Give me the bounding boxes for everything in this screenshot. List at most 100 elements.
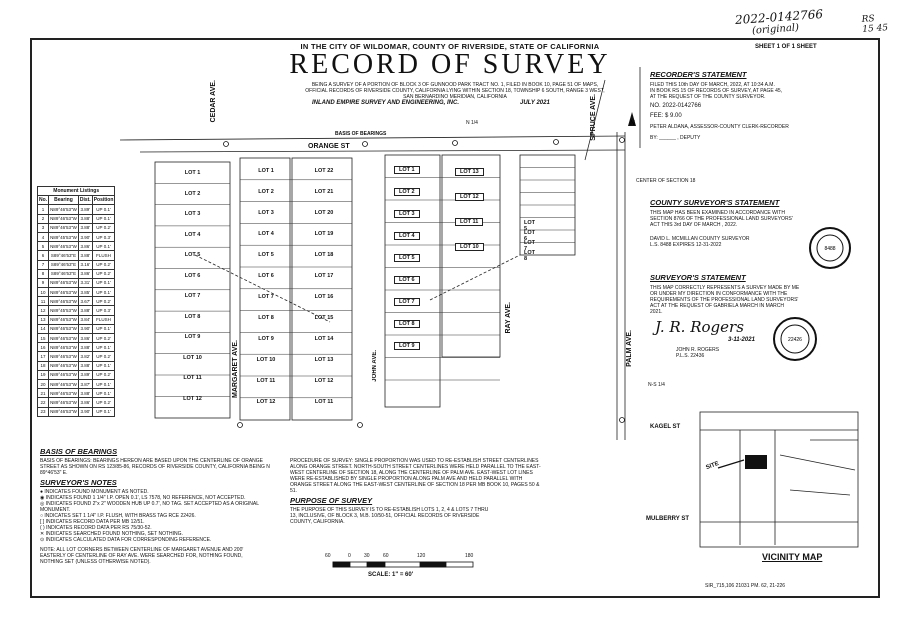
monument-cell: N89°46'53"W <box>48 213 79 224</box>
surveyor-signature: J. R. Rogers <box>655 318 744 336</box>
monument-cell: 3.89' <box>77 204 93 215</box>
lot-label: LOT 16 <box>314 294 334 300</box>
note-text: INDICATES FOUND MONUMENT AS NOTED. <box>44 489 149 495</box>
monument-cell: 23 <box>36 406 50 417</box>
scale-label: SCALE: 1" = 60' <box>368 572 414 578</box>
monument-cell: N89°45'53"W <box>48 231 79 243</box>
note-text: INDICATES CALCULATED DATA FOR CORRESPOND… <box>45 537 212 543</box>
note-symbol-icon: ◎ <box>40 501 46 507</box>
lot-label: LOT 11 <box>455 218 484 226</box>
ns-quarter-label: N-S 1/4 <box>648 382 665 388</box>
lot-label: LOT 17 <box>314 273 334 279</box>
lot-label: LOT 8 <box>258 315 274 321</box>
lot-label: LOT 8 <box>184 313 201 320</box>
col-header: Bearing <box>48 195 79 206</box>
note-text: INDICATES RECORD DATA PER MB 12/51. <box>45 519 145 525</box>
recorder-line: IN BOOK RS 15 OF RECORDS OF SURVEY, AT P… <box>650 88 783 94</box>
monument-table: Monument Listings No. Bearing Dist. Posi… <box>36 185 116 417</box>
county-seal: 8488 <box>809 227 851 269</box>
monument-cell: N89°46'53"W <box>48 204 79 215</box>
lot-label: LOT 6 <box>394 276 420 284</box>
purpose-text: THE PURPOSE OF THIS SURVEY IS TO RE-ESTA… <box>290 507 489 525</box>
svg-text:22426: 22426 <box>788 337 802 343</box>
lot-label: LOT 5 <box>258 252 274 258</box>
lot-label: LOT 10 <box>256 357 276 363</box>
scale-tick: 60 <box>325 553 331 559</box>
monument-cell: 2 <box>36 213 50 224</box>
county-line: SECTION 8766 OF THE PROFESSIONAL LAND SU… <box>650 216 793 222</box>
surveyor-license: P.L.S. 22436 <box>676 353 705 359</box>
lot-label: LOT 3 <box>258 210 274 216</box>
jurisdiction-line: IN THE CITY OF WILDOMAR, COUNTY OF RIVER… <box>300 42 600 51</box>
recorder-line: NO. 2022-0142766 <box>650 103 702 109</box>
county-line: ACT THIS 3rd DAY OF MARCH , 2022. <box>650 222 738 228</box>
surveyor-line: ACT AT THE REQUEST OF GABRIELA MARCH IN … <box>650 303 785 309</box>
note-symbol-icon: ● <box>40 489 45 495</box>
surveyor-line: REQUIREMENTS OF THE PROFESSIONAL LAND SU… <box>650 297 799 303</box>
col-header: Position <box>91 195 116 206</box>
note-symbol-icon: [ ] <box>40 519 46 525</box>
surveyor-name: JOHN R. ROGERS <box>676 347 720 353</box>
surveyor-title: SURVEYOR'S STATEMENT <box>650 273 746 282</box>
lot-label: LOT 5 <box>394 254 420 262</box>
county-surveyor-title: COUNTY SURVEYOR'S STATEMENT <box>650 198 780 207</box>
monument-cell: N89°46'53"W <box>48 222 79 233</box>
lot-label: LOT 2 <box>184 190 201 197</box>
lot-label: LOT 11 <box>314 399 334 405</box>
recorder-line: FEE: $ 9.00 <box>650 113 682 119</box>
lot-label: LOT 7 <box>184 293 201 299</box>
note-item: ◉ INDICATES FOUND 1 1/4" I.P. OPEN 0.1',… <box>40 495 290 501</box>
monument-cell: N89°46'53"W <box>48 406 79 417</box>
col-header: No. <box>36 195 50 206</box>
procedure-of-survey: PROCEDURE OF SURVEY: SINGLE PROPORTION W… <box>290 458 545 494</box>
county-line: DAVID L. MCMILLAN COUNTY SURVEYOR <box>650 236 750 242</box>
note-item: ( ) INDICATES RECORD DATA PER RS 75/30-5… <box>40 525 290 531</box>
lot-label: LOT 12 <box>314 378 334 384</box>
street-label-orange: ORANGE ST <box>308 143 350 150</box>
lot-label: LOT 9 <box>184 334 201 340</box>
note-item: [ ] INDICATES RECORD DATA PER MB 12/51. <box>40 519 290 525</box>
lot-label: LOT 2 <box>258 189 274 195</box>
vicinity-street-mulberry: MULBERRY ST <box>646 516 690 522</box>
note-symbol-icon: ✕ <box>40 531 46 537</box>
scale-tick: 60 <box>383 553 389 559</box>
survey-date: JULY 2021 <box>520 100 550 106</box>
monument-table-title: Monument Listings <box>36 185 116 197</box>
note-text: INDICATES FOUND 2"x 2" WOODEN HUB UP 0.7… <box>40 501 259 513</box>
lot-label: LOT 13 <box>455 168 484 176</box>
monument-cell: 3.90' <box>77 231 93 243</box>
lot-label: LOT 12 <box>455 193 484 201</box>
monument-cell: N89°46'53"W <box>48 241 79 252</box>
lot-label: LOT 11 <box>256 378 276 384</box>
lot-label: LOT 8 <box>394 320 420 328</box>
monument-cell: UP 0.2' <box>91 222 116 233</box>
lot-label: LOT 6 <box>184 272 201 279</box>
county-line: L.S. 8488 EXPIRES 12-31-2022 <box>650 242 722 248</box>
survey-description: BEING A SURVEY OF A PORTION OF BLOCK 3 O… <box>305 82 605 100</box>
n-quarter-label: N 1/4 <box>466 120 478 126</box>
note-symbol-icon: ○ <box>40 513 45 519</box>
recorder-line: BY: ______ , DEPUTY <box>650 135 701 141</box>
lot-label: LOT 20 <box>314 210 334 216</box>
sheet-number: SHEET 1 OF 1 SHEET <box>755 44 817 50</box>
monument-cell: UP 0.1' <box>91 241 116 252</box>
monument-cell: UP 0.3' <box>91 231 116 243</box>
purpose-title: PURPOSE OF SURVEY <box>290 496 373 505</box>
recorder-line: AT THE REQUEST OF THE COUNTY SURVEYOR. <box>650 94 766 100</box>
lot-label: LOT 9 <box>394 342 420 350</box>
note-item: ✕ INDICATES SEARCHED FOUND NOTHING, SET … <box>40 531 290 537</box>
surveyor-notes: SURVEYOR'S NOTES ● INDICATES FOUND MONUM… <box>40 478 290 565</box>
scale-tick: 0 <box>348 553 351 559</box>
monument-cell: 3.88' <box>77 222 93 233</box>
purpose-of-survey: PURPOSE OF SURVEY THE PURPOSE OF THIS SU… <box>290 496 490 525</box>
lot-label: LOT 9 <box>258 336 274 342</box>
